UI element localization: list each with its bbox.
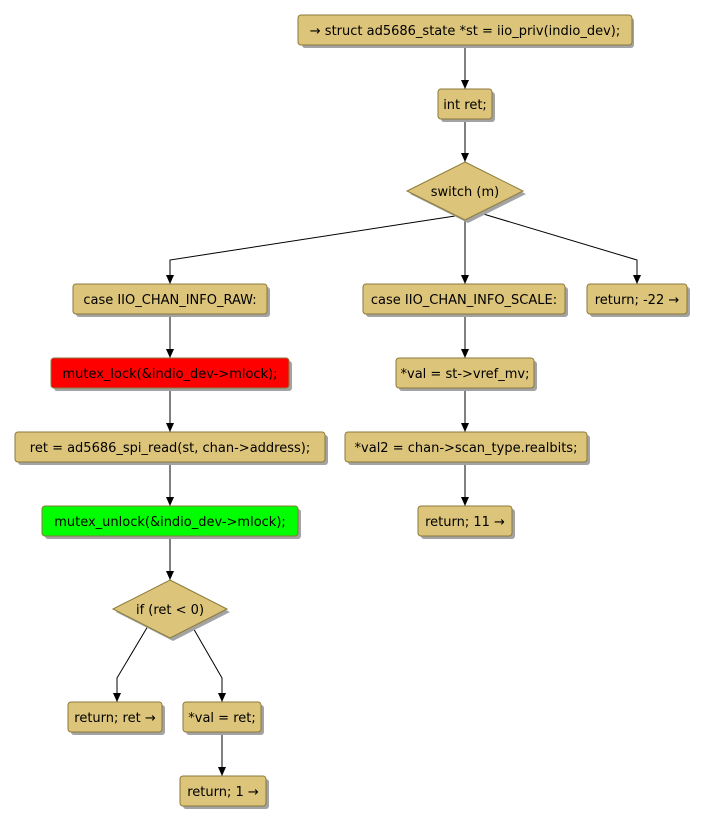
node-st-init-label: → struct ad5686_state *st = iio_priv(ind… xyxy=(310,24,620,39)
node-return-1-label: return; 1 → xyxy=(187,785,259,800)
node-return-ret xyxy=(67,701,163,733)
node-int-ret xyxy=(437,88,493,120)
edge-switch-case-raw xyxy=(166,215,456,284)
node-return-11 xyxy=(417,505,513,537)
node-case-scale xyxy=(362,283,566,315)
node-val-vref xyxy=(395,357,535,389)
edge-switch-return-default xyxy=(479,212,641,284)
edge-if-return-ret xyxy=(113,625,149,702)
edge-if-val-ret xyxy=(191,625,226,702)
node-return-ret-label: return; ret → xyxy=(74,711,156,726)
node-return-default-label: return; -22 → xyxy=(595,293,680,308)
node-mutex-lock xyxy=(50,357,290,389)
node-mutex-unlock xyxy=(41,505,299,537)
node-return-1 xyxy=(179,775,267,807)
node-mutex-unlock-label: mutex_unlock(&indio_dev->mlock); xyxy=(54,515,286,530)
node-spi-read xyxy=(14,431,326,463)
node-if-decision xyxy=(111,579,229,639)
node-return-default xyxy=(586,283,688,315)
node-if-label: if (ret < 0) xyxy=(136,603,204,618)
node-return-11-label: return; 11 → xyxy=(425,515,505,530)
node-st-init xyxy=(297,14,633,46)
edges xyxy=(113,46,641,776)
node-val2-bits xyxy=(344,431,588,463)
node-mutex-lock-label: mutex_lock(&indio_dev->mlock); xyxy=(62,367,277,382)
node-case-raw-label: case IIO_CHAN_INFO_RAW: xyxy=(83,293,256,308)
node-case-raw xyxy=(72,283,268,315)
node-switch-decision xyxy=(405,161,525,221)
node-case-scale-label: case IIO_CHAN_INFO_SCALE: xyxy=(371,293,557,308)
node-spi-read-label: ret = ad5686_spi_read(st, chan->address)… xyxy=(30,441,310,456)
node-val-ret-label: *val = ret; xyxy=(188,711,255,726)
node-val2-bits-label: *val2 = chan->scan_type.realbits; xyxy=(355,441,578,456)
node-val-vref-label: *val = st->vref_mv; xyxy=(401,367,530,382)
node-switch-label: switch (m) xyxy=(431,185,499,200)
node-int-ret-label: int ret; xyxy=(443,98,487,113)
nodes: → struct ad5686_state *st = iio_priv(ind… xyxy=(14,14,690,809)
node-val-ret xyxy=(182,701,262,733)
